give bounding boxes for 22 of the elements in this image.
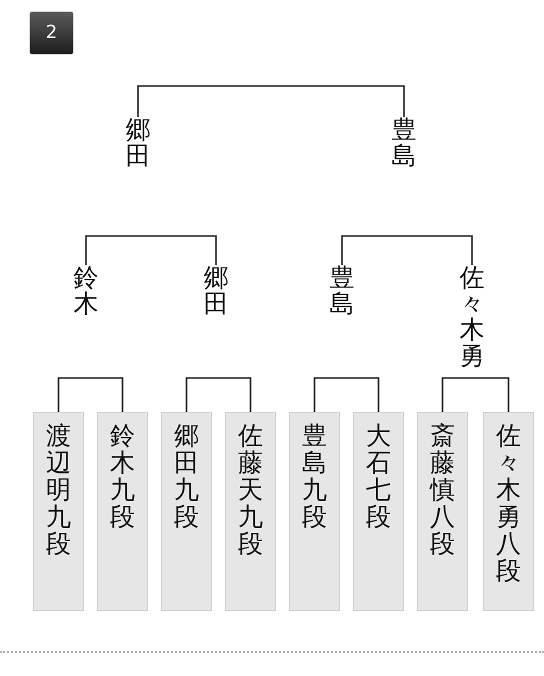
player-entry: 郷田九段 — [161, 412, 212, 611]
number-badge: 2 — [30, 12, 73, 54]
bracket-line — [341, 235, 473, 265]
player-entry: 大石七段 — [353, 412, 404, 611]
player-entry: 渡辺明九段 — [33, 412, 84, 611]
player-entry: 斎藤慎八段 — [417, 412, 468, 611]
player-name: 佐々木勇 — [458, 265, 486, 369]
player-name: 郷田 — [202, 265, 230, 317]
player-name: 郷田 — [124, 117, 152, 169]
player-name: 豊島 — [390, 117, 418, 169]
bracket-line — [186, 377, 252, 412]
bracket-line — [58, 377, 124, 412]
bracket-line — [137, 85, 405, 117]
player-entry: 佐々木勇八段 — [483, 412, 534, 611]
bracket-line — [314, 377, 380, 412]
player-name: 鈴木 — [72, 265, 100, 317]
bracket-line — [442, 377, 510, 412]
bracket-line — [85, 235, 217, 265]
player-entry: 佐藤天九段 — [225, 412, 276, 611]
player-entry: 豊島九段 — [289, 412, 340, 611]
player-entry: 鈴木九段 — [97, 412, 148, 611]
player-name: 豊島 — [328, 265, 356, 317]
